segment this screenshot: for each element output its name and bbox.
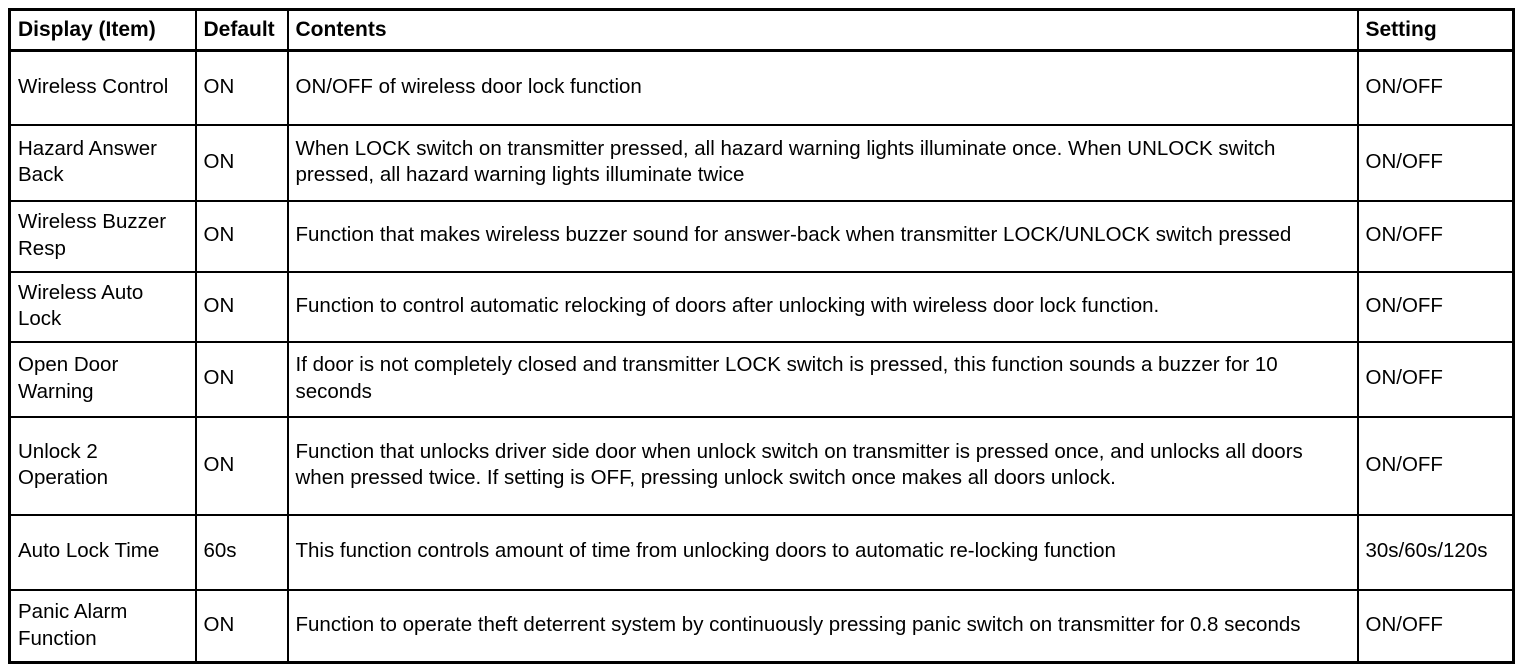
- cell-default: 60s: [194, 513, 289, 591]
- spec-table-container: Display (Item) Default Contents Setting …: [8, 8, 1515, 664]
- column-header-default: Default: [194, 8, 289, 53]
- cell-contents: This function controls amount of time fr…: [286, 513, 1359, 591]
- cell-display-item: Panic Alarm Function: [8, 588, 197, 664]
- cell-display-item: Wireless Auto Lock: [8, 270, 197, 343]
- cell-display-item: Unlock 2 Operation: [8, 415, 197, 516]
- cell-contents: If door is not completely closed and tra…: [286, 340, 1359, 418]
- table-row: Wireless Auto Lock ON Function to contro…: [8, 270, 1515, 343]
- cell-setting: ON/OFF: [1356, 415, 1515, 516]
- cell-display-item: Hazard Answer Back: [8, 123, 197, 202]
- table-header-row: Display (Item) Default Contents Setting: [8, 8, 1515, 53]
- cell-default: ON: [194, 49, 289, 126]
- cell-default: ON: [194, 199, 289, 273]
- table-row: Wireless Control ON ON/OFF of wireless d…: [8, 49, 1515, 126]
- table-body: Wireless Control ON ON/OFF of wireless d…: [8, 49, 1515, 664]
- cell-display-item: Wireless Control: [8, 49, 197, 126]
- cell-setting: ON/OFF: [1356, 199, 1515, 273]
- table-row: Auto Lock Time 60s This function control…: [8, 513, 1515, 591]
- cell-default: ON: [194, 415, 289, 516]
- cell-contents: Function that makes wireless buzzer soun…: [286, 199, 1359, 273]
- cell-contents: ON/OFF of wireless door lock function: [286, 49, 1359, 126]
- cell-default: ON: [194, 340, 289, 418]
- cell-contents: Function to operate theft deterrent syst…: [286, 588, 1359, 664]
- cell-setting: ON/OFF: [1356, 123, 1515, 202]
- table-header: Display (Item) Default Contents Setting: [8, 8, 1515, 53]
- cell-setting: ON/OFF: [1356, 340, 1515, 418]
- table-row: Hazard Answer Back ON When LOCK switch o…: [8, 123, 1515, 202]
- cell-default: ON: [194, 123, 289, 202]
- column-header-display-item: Display (Item): [8, 8, 197, 53]
- cell-display-item: Open Door Warning: [8, 340, 197, 418]
- cell-contents: When LOCK switch on transmitter pressed,…: [286, 123, 1359, 202]
- cell-setting: 30s/60s/120s: [1356, 513, 1515, 591]
- cell-contents: Function to control automatic relocking …: [286, 270, 1359, 343]
- table-row: Panic Alarm Function ON Function to oper…: [8, 588, 1515, 664]
- cell-display-item: Wireless Buzzer Resp: [8, 199, 197, 273]
- cell-default: ON: [194, 588, 289, 664]
- column-header-setting: Setting: [1356, 8, 1515, 53]
- table-row: Unlock 2 Operation ON Function that unlo…: [8, 415, 1515, 516]
- cell-default: ON: [194, 270, 289, 343]
- cell-setting: ON/OFF: [1356, 588, 1515, 664]
- cell-display-item: Auto Lock Time: [8, 513, 197, 591]
- table-row: Wireless Buzzer Resp ON Function that ma…: [8, 199, 1515, 273]
- column-header-contents: Contents: [286, 8, 1359, 53]
- table-row: Open Door Warning ON If door is not comp…: [8, 340, 1515, 418]
- wireless-door-lock-settings-table: Display (Item) Default Contents Setting …: [8, 8, 1515, 664]
- cell-setting: ON/OFF: [1356, 49, 1515, 126]
- cell-contents: Function that unlocks driver side door w…: [286, 415, 1359, 516]
- cell-setting: ON/OFF: [1356, 270, 1515, 343]
